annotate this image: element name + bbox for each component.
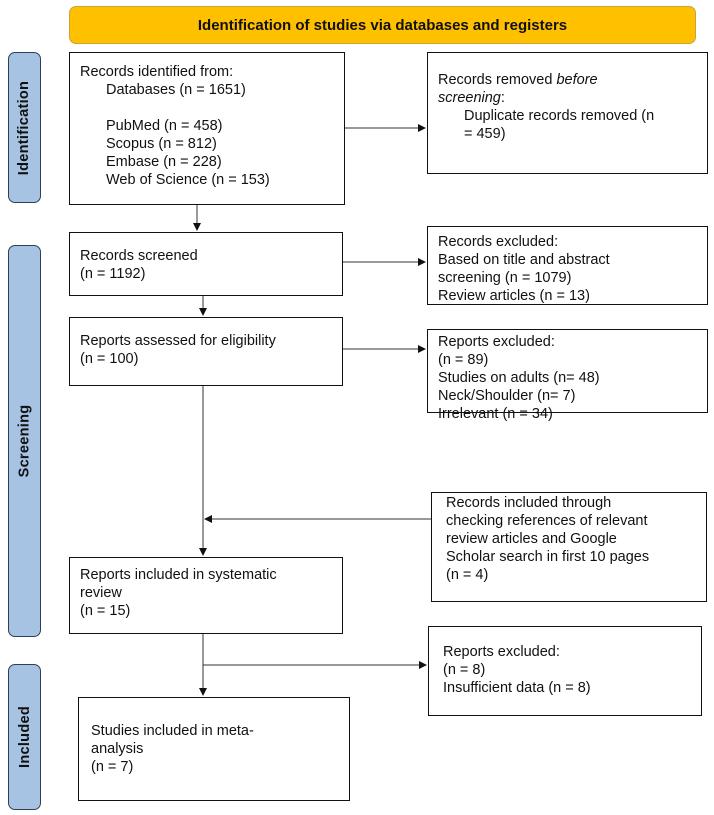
box-text: Insufficient data (n = 8) [443,680,591,696]
box-records-removed: Records removed before screening: Duplic… [427,52,708,174]
box-records-identified: Records identified from: Databases (n = … [69,52,345,205]
box-text: Based on title and abstract [438,252,610,268]
box-text: before [556,72,598,88]
box-text: = 459) [464,126,506,142]
box-text: Irrelevant (n = 34) [438,406,553,422]
box-records-excluded: Records excluded: Based on title and abs… [427,226,708,305]
box-text: (n = 7) [91,759,134,775]
box-text: Review articles (n = 13) [438,288,590,304]
box-text: Reports included in systematic [80,567,277,583]
side-label-screening: Screening [8,245,41,637]
box-records-screened: Records screened (n = 1192) [69,232,343,296]
box-reports-assessed: Reports assessed for eligibility (n = 10… [69,317,343,386]
box-text: screening [438,90,501,106]
box-text: Records excluded: [438,234,559,250]
side-label-identification: Identification [8,52,41,203]
box-text: Records identified from: [80,64,234,80]
box-text: Reports excluded: [438,334,555,350]
box-reports-excluded: Reports excluded: (n = 89) Studies on ad… [427,329,708,422]
box-text: (n = 15) [80,603,131,619]
side-label-included: Included [8,664,41,810]
box-text: Scholar search in first 10 pages [446,549,650,565]
box-text: Databases (n = 1651) [106,82,246,98]
box-text: Records included through [446,495,612,511]
box-text: (n = 4) [446,567,489,583]
box-text: (n = 8) [443,662,486,678]
box-reports-excluded-final: Reports excluded: (n = 8) Insufficient d… [428,626,702,716]
box-text: PubMed (n = 458) [106,118,223,134]
box-text: review articles and Google [446,531,617,547]
box-text: screening (n = 1079) [438,270,572,286]
box-meta-analysis: Studies included in meta- analysis (n = … [78,697,350,801]
banner-title: Identification of studies via databases … [69,6,696,44]
box-text: (n = 89) [438,352,489,368]
box-systematic-review: Reports included in systematic review (n… [69,557,343,634]
box-text: Reports excluded: [443,644,560,660]
box-text: Reports assessed for eligibility [80,333,276,349]
box-text: (n = 1192) [80,266,146,282]
box-text: : [500,90,505,106]
box-text: Neck/Shoulder (n= 7) [438,388,576,404]
box-text: Studies on adults (n= 48) [438,370,600,386]
box-other-sources: Records included through checking refere… [431,492,707,602]
box-text: Studies included in meta- [91,723,254,739]
box-text: Web of Science (n = 153) [106,172,270,188]
box-text: Duplicate records removed (n [464,108,655,124]
box-text: Records screened [80,248,198,264]
box-text: analysis [91,741,144,757]
box-text: (n = 100) [80,351,139,367]
box-text: review [80,585,122,601]
box-text: Embase (n = 228) [106,154,222,170]
box-text: Records removed [438,72,557,88]
box-text: checking references of relevant [446,513,648,529]
box-text: Scopus (n = 812) [106,136,217,152]
